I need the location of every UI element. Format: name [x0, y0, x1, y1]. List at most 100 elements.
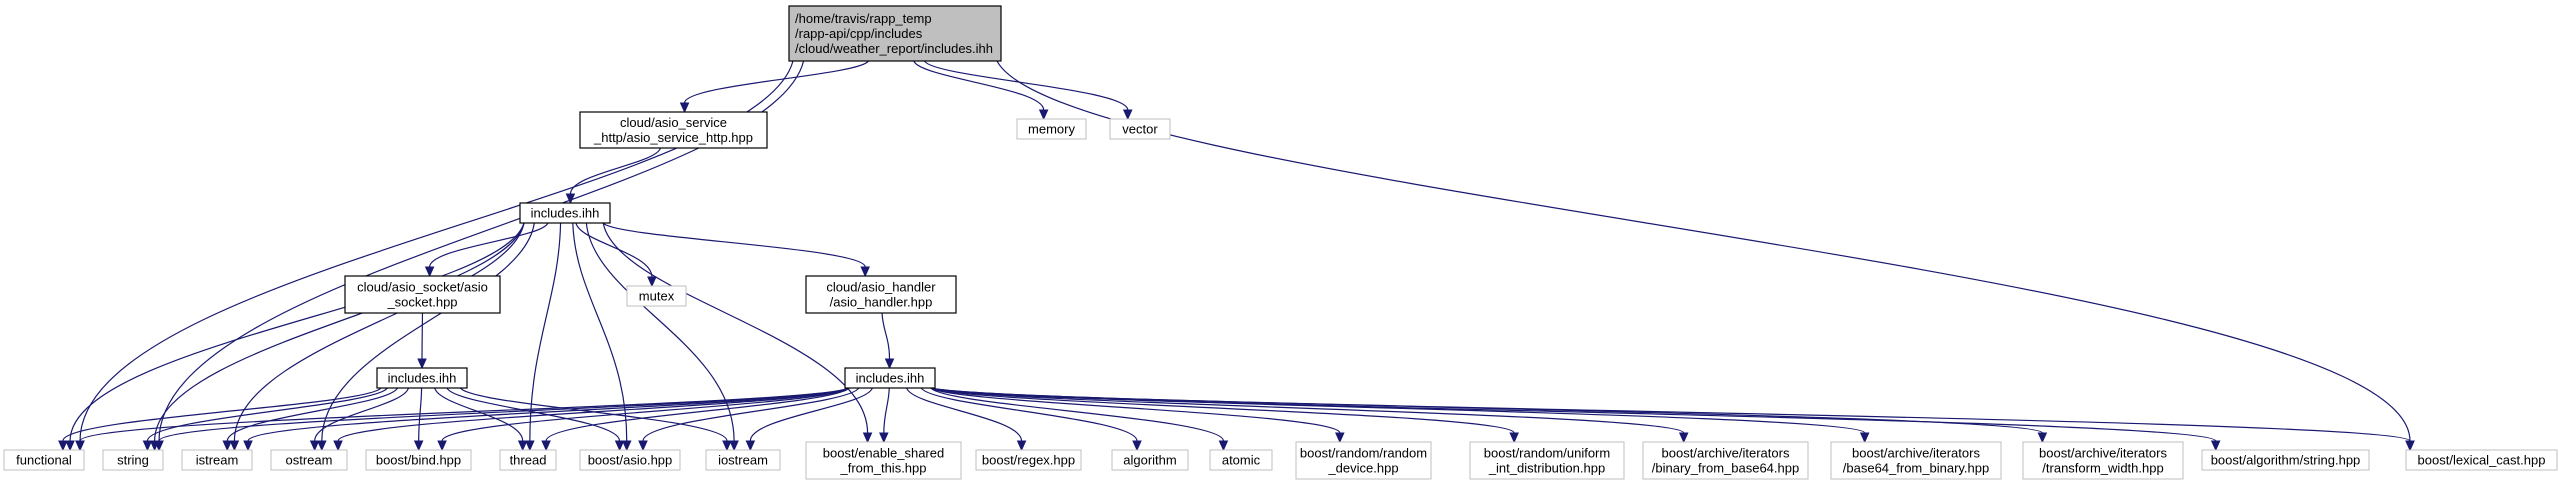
edge-line [62, 387, 382, 442]
edge-line [569, 147, 662, 195]
node-memory: memory [1016, 118, 1087, 140]
node-thread: thread [499, 449, 557, 471]
arrowhead [1509, 432, 1519, 444]
edge-line [683, 60, 869, 104]
edge-inc_b-to-istream [222, 387, 398, 452]
edge-line [233, 222, 525, 442]
edge-line [930, 387, 2217, 442]
node-asio-handler[interactable]: cloud/asio_handler/asio_handler.hpp [805, 275, 957, 314]
node-label: /cloud/weather_report/includes.ihh [795, 41, 993, 56]
node-box [1109, 118, 1171, 140]
edge-inc_c-to-regex [906, 387, 1027, 452]
arrowhead [222, 440, 233, 452]
arrowhead [862, 432, 873, 444]
arrowhead [884, 358, 895, 370]
arrowhead [2210, 440, 2221, 452]
node-base64-from-binary: boost/archive/iterators/base64_from_bina… [1830, 441, 2002, 480]
node-label: boost/asio.hpp [588, 453, 673, 468]
edge-inc_b-to-iostream [460, 387, 732, 452]
edge-inc_b-to-ostream [309, 387, 410, 452]
node-inc-b[interactable]: includes.ihh [376, 367, 468, 389]
arrowhead [2405, 440, 2415, 452]
node-functional: functional [3, 449, 85, 471]
node-label: vector [1122, 122, 1158, 137]
node-regex: boost/regex.hpp [975, 449, 1082, 471]
node-box [3, 449, 85, 471]
node-label: istream [196, 453, 239, 468]
arrowhead [58, 440, 68, 452]
edge-inc_c-to-ostream [333, 387, 850, 452]
edge-inc_b-to-asio [446, 387, 625, 452]
edge-inc_c-to-binary_from_base64 [930, 387, 1689, 444]
arrowhead [333, 440, 343, 452]
edge-line [996, 60, 2411, 442]
node-label: memory [1028, 122, 1075, 137]
node-asio-service[interactable]: cloud/asio_service_http/asio_service_htt… [579, 111, 768, 149]
arrowhead [437, 440, 447, 452]
node-label: functional [16, 453, 72, 468]
edge-line [146, 387, 388, 442]
edge-inc_c-to-bind [437, 387, 850, 452]
edge-line [930, 387, 1515, 434]
edge-inc_c-to-algorithm [920, 387, 1142, 452]
node-string: string [102, 449, 164, 471]
node-binary-from-base64: boost/archive/iterators/binary_from_base… [1642, 441, 1809, 480]
arrowhead [424, 266, 435, 278]
node-atomic: atomic [1209, 449, 1273, 471]
arrowhead [745, 440, 756, 452]
edge-inc_a-to-asio_socket [424, 222, 549, 278]
node-label: _device.hpp [1327, 461, 1398, 476]
edge-inc_c-to-uniform_int [930, 387, 1519, 444]
edge-line [69, 222, 525, 442]
node-label: boost/archive/iterators [1852, 446, 1980, 461]
edge-line [460, 387, 728, 442]
nodes-layer: /home/travis/rapp_temp/rapp-api/cpp/incl… [3, 5, 2558, 480]
node-label: cloud/asio_service [620, 115, 727, 130]
node-label: atomic [1222, 453, 1261, 468]
arrowhead [860, 266, 870, 278]
node-label: _from_this.hpp [840, 461, 927, 476]
node-enable-shared: boost/enable_shared_from_this.hpp [805, 441, 962, 480]
arrowhead [722, 440, 732, 452]
node-algo-string: boost/algorithm/string.hpp [2201, 449, 2370, 471]
node-label: _int_distribution.hpp [1488, 461, 1605, 476]
edge-line [226, 387, 398, 442]
node-label: algorithm [1123, 453, 1176, 468]
node-box [376, 367, 468, 389]
node-label: boost/archive/iterators [2039, 446, 2167, 461]
edge-inc_c-to-lexical_cast [930, 387, 2415, 452]
node-box [1642, 441, 1809, 480]
arrowhead [679, 102, 690, 114]
edge-line [429, 222, 549, 268]
edge-line [749, 387, 873, 442]
arrowhead [2037, 432, 2048, 444]
arrowhead [565, 193, 576, 205]
edge-root-to-memory [913, 60, 1049, 121]
node-asio-socket[interactable]: cloud/asio_socket/asio_socket.hpp [344, 275, 501, 314]
node-root[interactable]: /home/travis/rapp_temp/rapp-api/cpp/incl… [788, 5, 1002, 62]
edge-inc_b-to-thread [434, 387, 528, 452]
node-algorithm: algorithm [1111, 449, 1189, 471]
node-box [975, 449, 1082, 471]
node-label: /binary_from_base64.hpp [1652, 461, 1799, 476]
node-inc-a[interactable]: includes.ihh [519, 202, 611, 224]
node-box [844, 367, 936, 389]
edge-inc_c-to-iostream [745, 387, 873, 452]
arrowhead [541, 440, 551, 452]
edge-line [575, 222, 653, 278]
node-box [579, 449, 681, 471]
node-box [626, 285, 687, 307]
edge-inc_a-to-thread [525, 222, 562, 452]
node-inc-c[interactable]: includes.ihh [844, 367, 936, 389]
node-label: boost/random/random [1300, 446, 1427, 461]
arrowhead [413, 440, 424, 452]
edge-line [920, 387, 1138, 442]
node-label: boost/archive/iterators [1662, 446, 1790, 461]
edge-line [930, 387, 1341, 434]
node-box [805, 275, 957, 314]
edge-asio_handler-to-inc_c [881, 312, 895, 370]
edge-inc_c-to-random_device [930, 387, 1345, 444]
edge-line [602, 222, 869, 434]
edge-inc_a-to-istream [229, 222, 525, 452]
arrowhead [525, 440, 535, 452]
